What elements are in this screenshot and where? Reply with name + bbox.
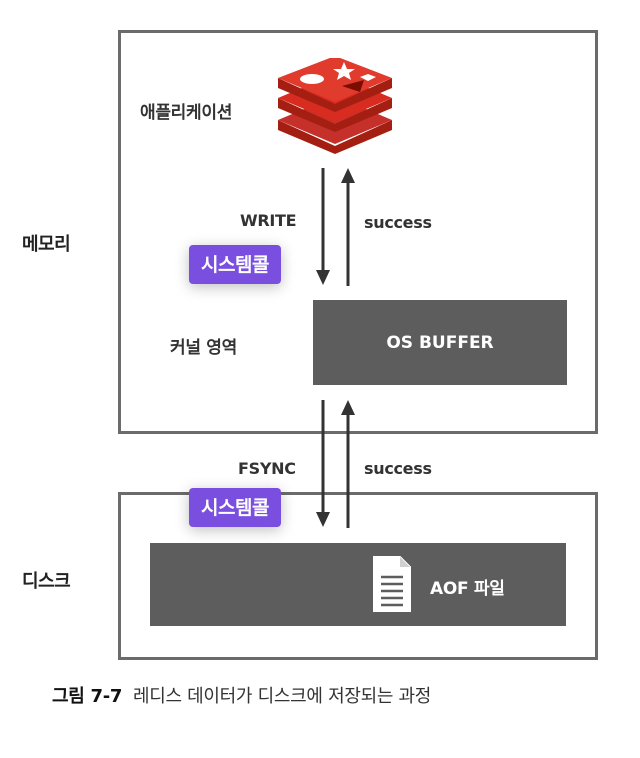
arrow-up-icon xyxy=(340,400,356,528)
application-label: 애플리케이션 xyxy=(140,103,233,123)
figure-caption-text: 레디스 데이터가 디스크에 저장되는 과정 xyxy=(132,686,432,707)
disk-label: 디스크 xyxy=(22,571,71,592)
fsync-label: FSYNC xyxy=(238,459,296,478)
success-bottom-label: success xyxy=(364,459,432,478)
arrow-down-icon xyxy=(315,400,331,528)
kernel-area-label: 커널 영역 xyxy=(170,338,237,358)
document-icon xyxy=(372,555,412,613)
figure-caption: 그림 7-7 레디스 데이터가 디스크에 저장되는 과정 xyxy=(52,682,431,708)
aof-file-label: AOF 파일 xyxy=(430,579,505,599)
figure-number: 그림 7-7 xyxy=(52,686,123,707)
success-top-label: success xyxy=(364,213,432,232)
redis-logo-icon xyxy=(272,56,398,154)
aof-file-block xyxy=(150,543,566,626)
write-label: WRITE xyxy=(240,211,297,230)
memory-label: 메모리 xyxy=(22,234,71,255)
arrow-down-icon xyxy=(315,168,331,286)
os-buffer-block: OS BUFFER xyxy=(313,300,567,385)
syscall-badge-top: 시스템콜 xyxy=(189,245,281,284)
syscall-badge-bottom: 시스템콜 xyxy=(189,488,281,527)
arrow-up-icon xyxy=(340,168,356,286)
